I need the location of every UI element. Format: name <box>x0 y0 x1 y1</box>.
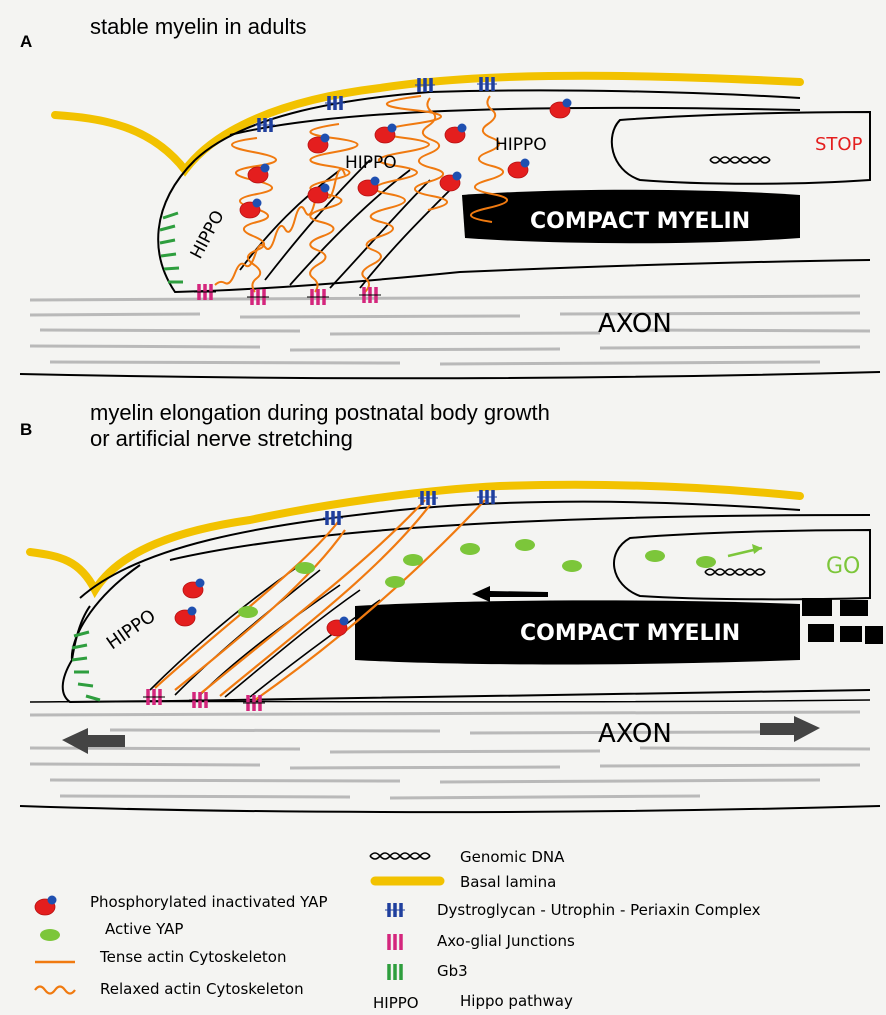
panel-a-axon-lines <box>30 296 870 364</box>
panel-b-basal-lamina <box>30 485 800 590</box>
panel-b-elongation-arrow <box>472 586 548 602</box>
dna-icon <box>370 853 430 859</box>
panel-b-go-label: GO <box>826 554 860 579</box>
legend-hippo-key: HIPPO <box>373 994 419 1012</box>
panel-a-dna-icon <box>710 157 770 163</box>
panel-b-stretch-arrow-right <box>760 716 820 742</box>
panel-a-stop-label: STOP <box>815 134 863 155</box>
legend-label-hippo-pathway: Hippo pathway <box>460 992 573 1010</box>
legend-label-relaxed-actin: Relaxed actin Cytoskeleton <box>100 980 304 998</box>
panel-a-hippo-label-2: HIPPO <box>345 153 397 173</box>
legend-label-basal-lamina: Basal lamina <box>460 873 556 891</box>
active-yap-icon <box>40 929 60 941</box>
legend-label-active-yap: Active YAP <box>105 920 183 938</box>
legend: Genomic DNA Basal lamina Phosphorylated … <box>35 848 761 1012</box>
panel-b-axo-glial-junctions <box>143 689 265 711</box>
panel-a-hippo-label-1: HIPPO <box>187 207 229 262</box>
relaxed-actin-icon <box>35 987 75 994</box>
panel-b-axon-lines <box>30 712 870 798</box>
dystroglycan-icon <box>385 903 405 917</box>
panel-b-axon-label: AXON <box>598 719 672 749</box>
panel-a-diagram: STOP COMPACT MYELIN AXON <box>20 76 880 379</box>
legend-label-phospho-yap: Phosphorylated inactivated YAP <box>90 893 328 911</box>
legend-label-dna: Genomic DNA <box>460 848 565 866</box>
panel-b-phospho-yap <box>175 579 349 637</box>
panel-a-hippo-label-3: HIPPO <box>495 135 547 155</box>
panel-b-dna-icon <box>705 569 765 575</box>
phospho-yap-icon <box>35 896 57 916</box>
panel-b-compact-myelin-label: COMPACT MYELIN <box>520 621 740 646</box>
panel-b-stretch-arrow-left <box>62 728 125 754</box>
panel-b-new-myelin-blocks <box>802 598 883 644</box>
legend-label-axo-glial: Axo-glial Junctions <box>437 932 575 950</box>
gb3-icon <box>389 964 401 980</box>
panel-a-compact-myelin-label: COMPACT MYELIN <box>530 209 750 234</box>
legend-label-gb3: Gb3 <box>437 962 468 980</box>
panel-b-diagram: GO COMPACT MYELIN AXON <box>20 485 883 812</box>
legend-label-tense-actin: Tense actin Cytoskeleton <box>99 948 287 966</box>
panel-a-basal-lamina <box>55 76 800 170</box>
panel-a-axon-label: AXON <box>598 309 672 339</box>
panel-b-hippo-label: HIPPO <box>103 605 160 654</box>
axo-glial-icon <box>389 934 401 950</box>
legend-label-dystroglycan: Dystroglycan - Utrophin - Periaxin Compl… <box>437 901 761 919</box>
